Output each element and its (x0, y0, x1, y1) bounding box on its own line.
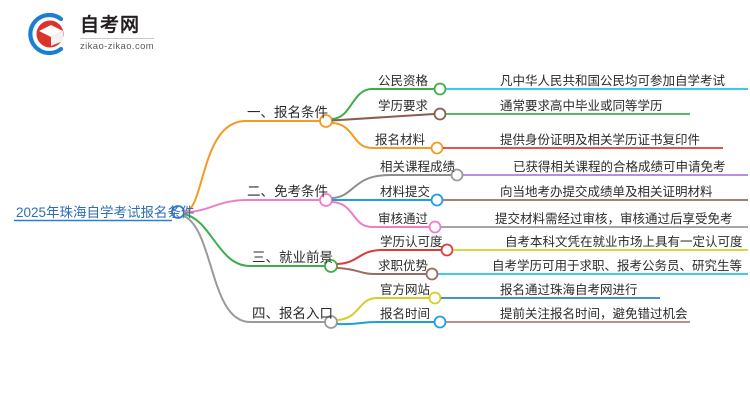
logo-mark-icon (24, 10, 72, 58)
branch-label-2[interactable]: 二、免考条件 (247, 184, 328, 199)
link-b3-c1 (336, 249, 384, 265)
link-b1-c2 (331, 113, 435, 122)
detail-label-b1-c3: 提供身份证明及相关学历证书复印件 (500, 133, 701, 147)
link-b2-c3 (331, 201, 373, 228)
leaf-node-b4-c2[interactable] (433, 315, 447, 329)
trunk-branch-3 (183, 213, 251, 267)
leaf-node-b3-c1[interactable] (440, 243, 454, 257)
detail-label-b2-c1: 已获得相关课程的合格成绩可申请免考 (513, 160, 726, 174)
link-b1-c1 (331, 88, 373, 120)
root-label[interactable]: 2025年珠海自学考试报名条件 (16, 205, 195, 220)
detail-label-b2-c3: 提交材料需经过审核，审核通过后享受免考 (495, 212, 733, 226)
detail-label-b4-c2: 提前关注报名时间，避免错过机会 (500, 307, 688, 321)
leaf-label-b3-c1[interactable]: 学历认可度 (380, 235, 443, 249)
leaf-node-b1-c3[interactable] (430, 141, 444, 155)
detail-label-b1-c2: 通常要求高中毕业或同等学历 (500, 99, 663, 113)
leaf-label-b2-c2[interactable]: 材料提交 (380, 185, 431, 199)
leaf-label-b1-c3[interactable]: 报名材料 (375, 133, 426, 147)
branch-1-node[interactable] (319, 114, 333, 128)
leaf-label-b2-c1[interactable]: 相关课程成绩 (380, 160, 456, 174)
detail-label-b2-c2: 向当地考办提交成绩单及相关证明材料 (500, 185, 713, 199)
leaf-label-b1-c2[interactable]: 学历要求 (378, 99, 429, 113)
leaf-node-b2-c2[interactable] (430, 193, 444, 207)
link-b2-c1 (331, 174, 391, 199)
leaf-node-b2-c3[interactable] (428, 220, 442, 234)
detail-label-b4-c1: 报名通过珠海自考网进行 (500, 283, 638, 297)
trunk-branch-4 (183, 215, 251, 323)
branch-label-1[interactable]: 一、报名条件 (247, 105, 328, 120)
branch-4-node[interactable] (324, 315, 338, 329)
trunk-branch-1 (183, 120, 246, 213)
leaf-node-b1-c1[interactable] (433, 82, 447, 96)
leaf-label-b1-c1[interactable]: 公民资格 (378, 74, 429, 88)
leaf-label-b2-c3[interactable]: 审核通过 (378, 212, 429, 226)
logo-name: 自考网 (80, 14, 141, 36)
leaf-label-b3-c2[interactable]: 求职优势 (378, 259, 429, 273)
leaf-node-b2-c1[interactable] (450, 168, 464, 182)
leaf-label-b4-c1[interactable]: 官方网站 (380, 283, 431, 297)
trunk-branch-2 (183, 199, 246, 213)
branch-label-4[interactable]: 四、报名入口 (252, 306, 333, 321)
site-logo: 自考网 zikao-zikao.com (24, 10, 155, 58)
leaf-node-b4-c1[interactable] (428, 291, 442, 305)
branch-3-node[interactable] (324, 259, 338, 273)
leaf-label-b4-c2[interactable]: 报名时间 (380, 307, 431, 321)
detail-label-b3-c1: 自考本科文凭在就业市场上具有一定认可度 (505, 235, 743, 249)
detail-label-b3-c2: 自考学历可用于求职、报考公务员、研究生等 (492, 259, 743, 273)
link-b4-c1 (336, 297, 378, 321)
leaf-node-b1-c2[interactable] (433, 107, 447, 121)
logo-url: zikao-zikao.com (80, 38, 155, 52)
leaf-node-b3-c2[interactable] (425, 267, 439, 281)
link-b3-c2 (336, 267, 378, 275)
link-b4-c2 (336, 321, 378, 326)
link-b1-c3 (331, 122, 373, 149)
branch-label-3[interactable]: 三、就业前景 (252, 250, 333, 265)
detail-label-b1-c1: 凡中华人民共和国公民均可参加自学考试 (500, 74, 726, 88)
